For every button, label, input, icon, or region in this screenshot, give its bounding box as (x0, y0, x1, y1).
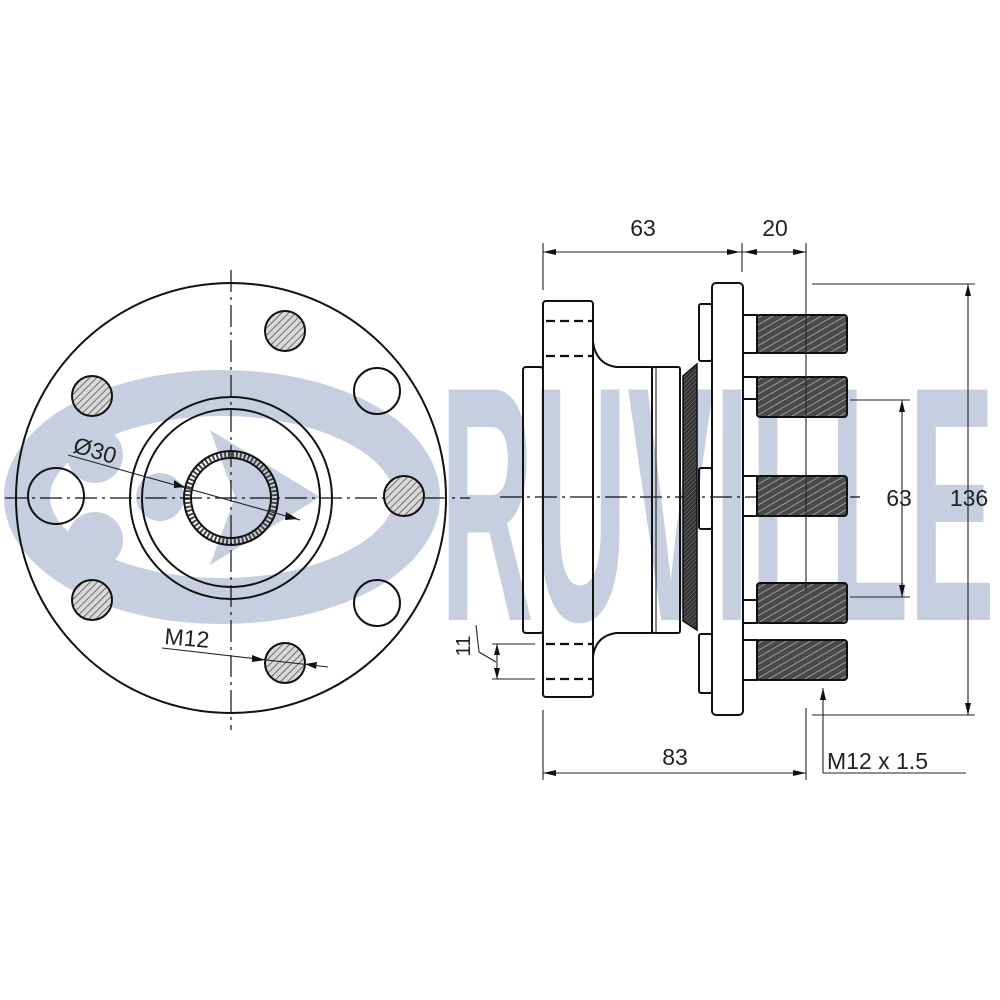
side-view: 63 20 83 63 136 (453, 215, 988, 780)
arrow-icon (174, 480, 185, 488)
stud-thread (756, 376, 848, 418)
stud-thread (756, 314, 848, 354)
thread-size-label: M12 x 1.5 (827, 748, 928, 774)
stud-hole-hatched (264, 310, 306, 352)
arrow-icon (285, 512, 298, 520)
dimension-flange: 136 (812, 283, 988, 716)
stud-size-label: M12 (164, 623, 211, 653)
stud-thread (756, 582, 848, 624)
stud-thread (756, 475, 848, 517)
dim-hub-length: 63 (630, 215, 656, 241)
dim-hole-width: 11 (453, 636, 475, 657)
arrow-icon (305, 662, 317, 669)
stud-hole-hatched (71, 375, 113, 417)
arrow-icon (252, 655, 265, 662)
thread-callout: M12 x 1.5 (820, 688, 966, 774)
stud-hole-hatched (71, 579, 113, 621)
front-view: Ø30 M12 (5, 270, 470, 730)
open-hole (27, 467, 85, 525)
dimension-hole: 11 (453, 624, 535, 680)
stud-thread (756, 639, 848, 681)
open-hole (353, 367, 401, 415)
stud-hole-hatched (383, 475, 425, 517)
bore-leader-line (67, 454, 301, 521)
stud-hole-hatched (264, 642, 306, 684)
dim-total-length: 83 (662, 744, 688, 770)
dimension-bottom: 83 (542, 710, 806, 780)
dimension-pilot: 63 (850, 399, 912, 598)
dimension-top: 63 20 (542, 215, 807, 780)
dim-pilot-diameter: 63 (886, 485, 912, 511)
seal (682, 362, 698, 632)
open-hole (353, 579, 401, 627)
dim-flange-diameter: 136 (950, 485, 988, 511)
dim-flange-to-end: 20 (762, 215, 788, 241)
hub-flange (542, 300, 594, 698)
stud-leader-line (161, 647, 329, 668)
wheel-studs (742, 314, 848, 681)
